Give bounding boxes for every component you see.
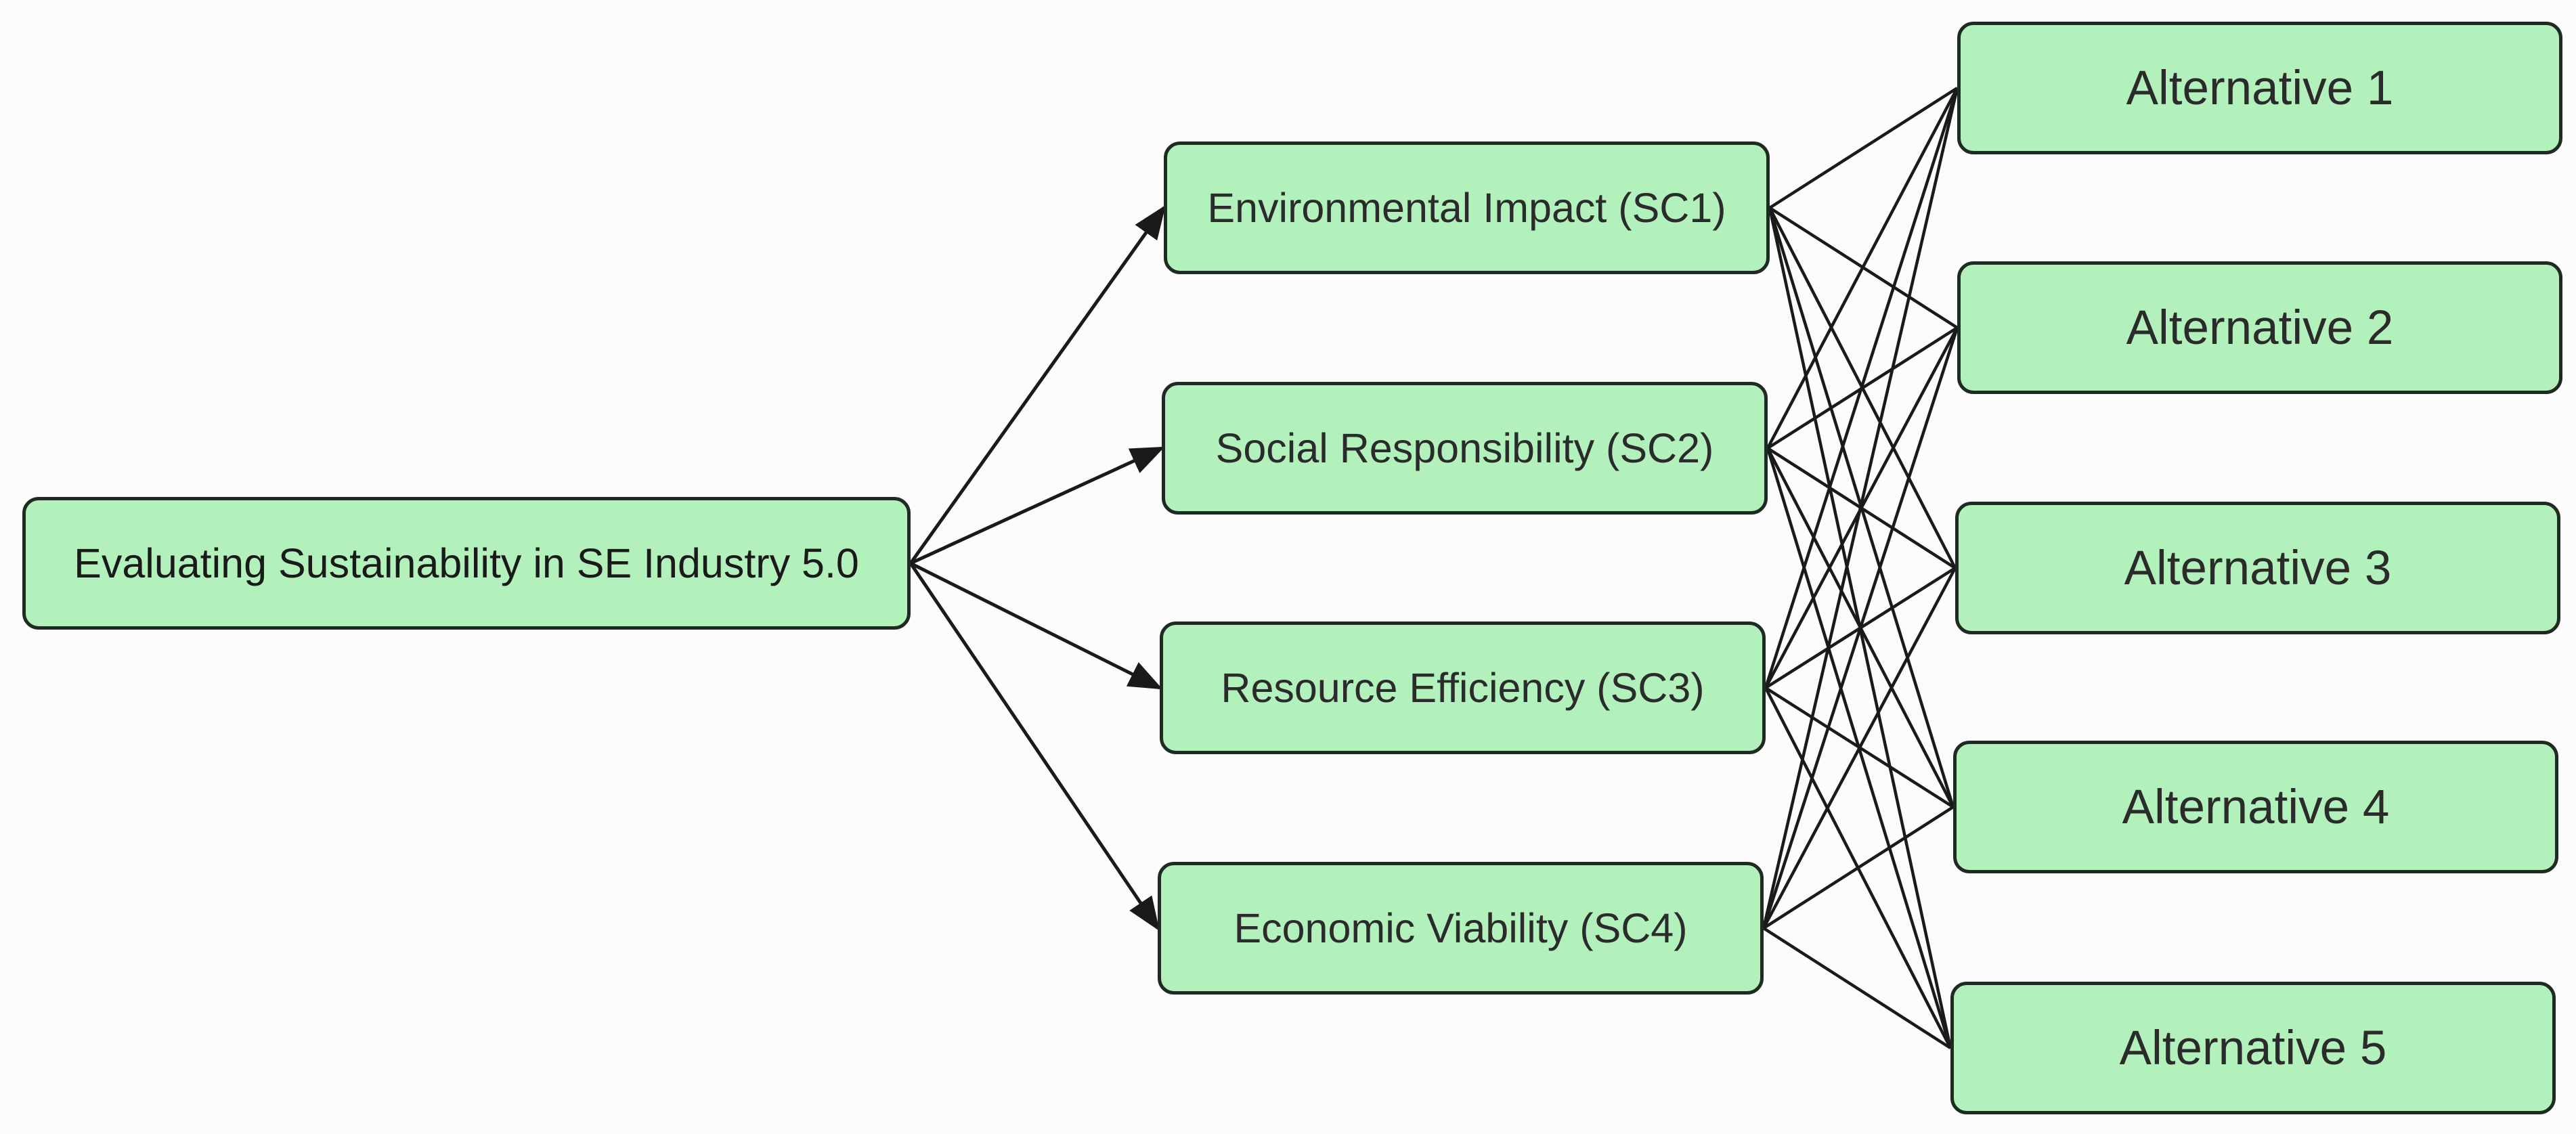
edge-sc2-alt3 (1766, 447, 1957, 569)
edge-sc2-alt4 (1766, 447, 1955, 808)
edge-sc1-alt3 (1768, 206, 1957, 569)
goal-to-criteria-edges (909, 204, 1166, 932)
criterion-node-sc1: Environmental Impact (SC1) (1164, 141, 1770, 274)
edge-goal-sc3 (909, 561, 1163, 690)
edge-sc2-alt5 (1766, 448, 1952, 1049)
alternative-label: Alternative 3 (2124, 541, 2392, 595)
criteria-to-alternatives-edges (1762, 87, 1959, 1049)
edge-sc3-alt1 (1764, 87, 1959, 689)
criterion-node-sc4: Economic Viability (SC4) (1158, 862, 1764, 995)
edge-sc4-alt2 (1762, 327, 1959, 929)
edge-goal-sc1 (909, 204, 1166, 565)
edge-sc2-alt2 (1766, 326, 1959, 450)
edge-sc2-alt1 (1766, 87, 1959, 450)
criterion-label: Resource Efficiency (SC3) (1221, 664, 1705, 711)
goal-label: Evaluating Sustainability in SE Industry… (74, 540, 859, 586)
criterion-label: Environmental Impact (SC1) (1207, 184, 1726, 231)
edge-sc3-alt4 (1764, 686, 1955, 808)
alternative-label: Alternative 2 (2126, 301, 2394, 355)
edge-sc1-alt4 (1768, 207, 1955, 808)
criterion-label: Social Responsibility (SC2) (1215, 424, 1714, 471)
edge-goal-sc2 (909, 446, 1165, 565)
edge-sc4-alt1 (1762, 87, 1959, 929)
edge-sc4-alt3 (1762, 567, 1957, 930)
edge-sc1-alt1 (1768, 87, 1959, 209)
alternative-label: Alternative 4 (2122, 780, 2390, 834)
alternative-node-3: Alternative 3 (1955, 502, 2560, 634)
edge-sc1-alt5 (1768, 207, 1952, 1049)
criterion-node-sc3: Resource Efficiency (SC3) (1160, 621, 1766, 754)
edge-goal-sc4 (909, 562, 1160, 932)
alternative-label: Alternative 1 (2126, 61, 2394, 115)
edge-sc1-alt2 (1768, 206, 1959, 329)
edge-sc3-alt5 (1764, 686, 1952, 1049)
alternative-node-1: Alternative 1 (1957, 22, 2562, 154)
edge-sc4-alt5 (1762, 927, 1952, 1049)
goal-node: Evaluating Sustainability in SE Industry… (22, 497, 911, 630)
alternative-node-4: Alternative 4 (1953, 741, 2558, 873)
edge-sc3-alt3 (1764, 567, 1957, 689)
alternative-label: Alternative 5 (2119, 1021, 2387, 1075)
alternative-node-2: Alternative 2 (1957, 261, 2562, 394)
edge-sc3-alt2 (1764, 326, 1959, 689)
criterion-label: Economic Viability (SC4) (1234, 904, 1688, 951)
criterion-node-sc2: Social Responsibility (SC2) (1162, 382, 1768, 515)
alternative-node-5: Alternative 5 (1950, 982, 2556, 1114)
edge-sc4-alt4 (1762, 806, 1955, 930)
